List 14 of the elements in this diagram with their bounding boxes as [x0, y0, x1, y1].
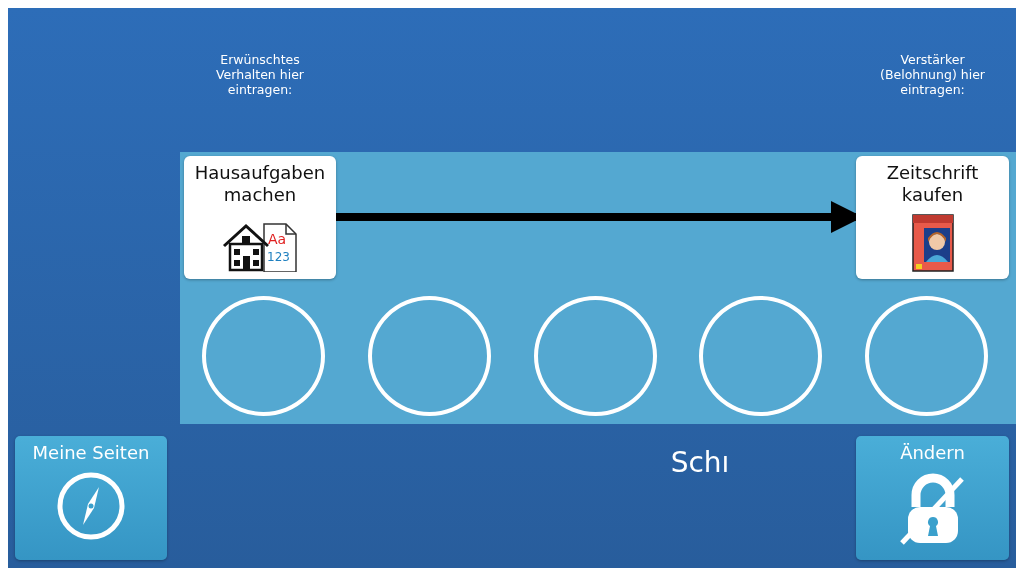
- token-circle: [534, 296, 657, 416]
- token-circle: [699, 296, 822, 416]
- status-text: Schı: [669, 446, 731, 480]
- edit-button: Ändern: [856, 436, 1009, 560]
- card-title: Hausaufgaben machen: [193, 162, 327, 206]
- task-card: [184, 156, 336, 279]
- card-title: Zeitschrift kaufen: [885, 162, 980, 206]
- token-circle: [202, 296, 325, 416]
- instruction-text: Verstärker (Belohnung) hier eintragen:: [879, 52, 986, 97]
- instruction-text: Erwünschtes Verhalten hier eintragen:: [215, 52, 305, 97]
- pages-button: Meine Seiten: [15, 436, 167, 560]
- token-circle: [865, 296, 988, 416]
- token-circle: [368, 296, 491, 416]
- reward-card: [856, 156, 1009, 279]
